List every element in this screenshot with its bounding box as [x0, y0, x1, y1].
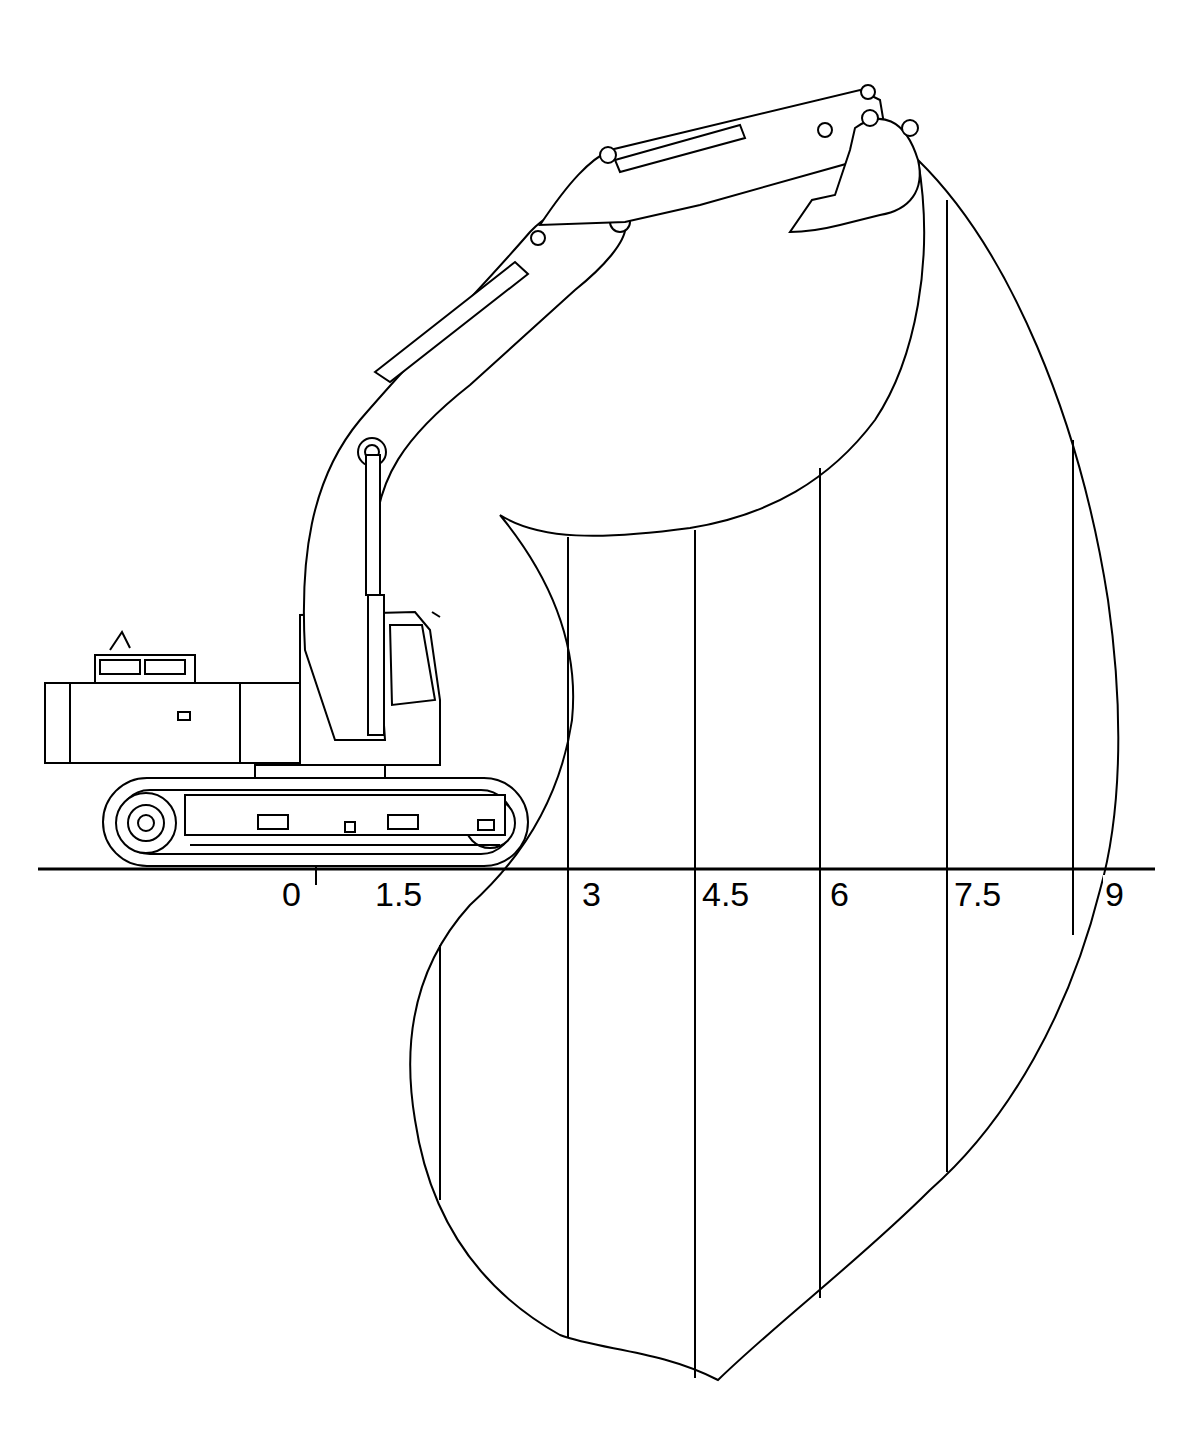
axis-tick-label: 3 [580, 875, 603, 913]
axis-tick-label: 6 [828, 875, 851, 913]
axis-tick-label: 1.5 [373, 875, 424, 913]
axis-tick-label: 4.5 [700, 875, 751, 913]
axis-tick-label: 7.5 [952, 875, 1003, 913]
ground-line [38, 868, 1155, 871]
axis-tick-label: 9 [1103, 875, 1126, 913]
axis-tick-label: 0 [280, 875, 303, 913]
range-lines [440, 200, 1073, 1378]
excavator [45, 85, 920, 866]
bucket [790, 119, 920, 232]
boom [304, 207, 626, 740]
